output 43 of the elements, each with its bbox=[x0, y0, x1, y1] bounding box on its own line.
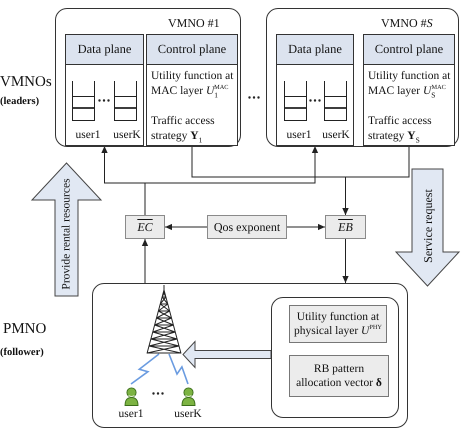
rounded-panel bbox=[55, 8, 241, 147]
queue-label: userK bbox=[322, 129, 350, 142]
panel-header: Data plane bbox=[66, 35, 143, 65]
block-arrow bbox=[182, 340, 272, 369]
panel-title: VMNO #S bbox=[381, 16, 433, 30]
parameter-box: Qos exponent bbox=[207, 215, 287, 239]
user-label: userK bbox=[174, 407, 202, 421]
arrow bbox=[342, 146, 410, 216]
parameter-box: EB bbox=[325, 215, 366, 239]
rounded-panel bbox=[271, 297, 399, 418]
rounded-panel bbox=[92, 283, 408, 428]
group-label: PMNO bbox=[3, 321, 46, 338]
group-label: VMNOs bbox=[0, 74, 52, 92]
function-box: Utility function at physical layer U$^{PHY}$ bbox=[289, 305, 387, 343]
parameter-box: EC bbox=[125, 215, 165, 239]
panel-header: Data plane bbox=[277, 35, 353, 65]
plane-panel bbox=[276, 34, 354, 146]
plane-panel bbox=[363, 34, 455, 146]
plane-panel bbox=[146, 34, 238, 146]
group-sublabel: (follower) bbox=[0, 347, 44, 360]
arrow bbox=[286, 224, 326, 230]
arrow bbox=[144, 146, 318, 216]
wireless-link bbox=[168, 354, 189, 384]
queue-label: user1 bbox=[76, 129, 100, 142]
description-text: Traffic access strategy Y$_{1}$ bbox=[151, 114, 216, 143]
wireless-link bbox=[130, 353, 160, 385]
rounded-panel bbox=[266, 8, 459, 147]
queue-label: user1 bbox=[286, 129, 312, 142]
plane-panel bbox=[65, 34, 144, 146]
panel-header: Control plane bbox=[147, 35, 237, 65]
panel-header: Control plane bbox=[364, 35, 454, 65]
cell-tower-icon bbox=[146, 285, 182, 354]
arrow bbox=[164, 224, 208, 230]
function-box: RB pattern allocation vector δ bbox=[289, 355, 389, 397]
arrow-label: Provide rental resources bbox=[60, 178, 74, 290]
description-text: Traffic access strategy Y$_{S}$ bbox=[368, 114, 433, 143]
arrow-label: Service request bbox=[422, 189, 436, 263]
user-label: user1 bbox=[118, 407, 144, 421]
arrow bbox=[142, 238, 148, 284]
panel-title: VMNO #1 bbox=[168, 16, 220, 30]
queue-label: userK bbox=[113, 129, 141, 142]
arrow bbox=[342, 238, 349, 284]
group-sublabel: (leaders) bbox=[0, 96, 40, 108]
